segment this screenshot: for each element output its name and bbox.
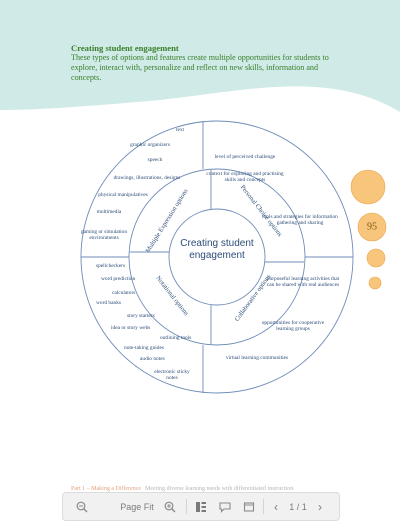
me-item-speech: speech: [147, 157, 163, 163]
toolbar-divider-2: [263, 499, 264, 514]
footer-section-label: Meeting diverse learning needs with diff…: [145, 486, 294, 492]
comments-button[interactable]: [213, 493, 237, 520]
co-item-purposeful: purposeful learning activities that can …: [266, 276, 340, 289]
no-item-story-starters: story starters: [127, 313, 155, 319]
intro-paragraph: These types of options and features crea…: [71, 53, 329, 82]
deco-circle-large: [350, 169, 386, 205]
decorative-circles: [350, 169, 387, 290]
no-item-audio-notes: audio notes: [140, 356, 165, 362]
me-item-gaming: gaming or simulation environments: [80, 229, 128, 242]
deco-circle-medium: [366, 248, 386, 268]
comment-icon: [219, 501, 231, 513]
no-item-outlining-tools: outlining tools: [160, 335, 192, 341]
zoom-out-icon: [76, 501, 88, 512]
teal-header-band: [0, 0, 400, 112]
page-number: 95: [367, 221, 377, 233]
me-item-drawings: drawings, illustrations, designs: [113, 175, 181, 181]
no-item-word-banks: word banks: [96, 300, 122, 306]
deco-circle-small: [368, 276, 382, 290]
zoom-level-select[interactable]: Page Fit: [120, 501, 154, 512]
footer-part-label: Part 1 – Making a Difference: [71, 486, 142, 492]
fullscreen-icon: [243, 501, 255, 512]
me-item-multimedia: multimedia: [96, 209, 122, 215]
viewer-toolbar: Page Fit ‹ 1 / 1 ›: [62, 492, 340, 521]
pc-item-context: context for exploring and practising ski…: [206, 171, 284, 184]
thumbnails-icon: [196, 501, 206, 512]
pc-item-challenge: level of perceived challenge: [214, 154, 276, 160]
no-item-note-taking: note-taking guides: [124, 345, 164, 351]
diagram-center-label: Creating student engagement: [180, 238, 254, 261]
no-item-idea-webs: idea or story webs: [111, 325, 151, 331]
co-item-cooperative: opportunities for cooperative learning g…: [261, 320, 325, 333]
diagram-lines: [80, 120, 354, 394]
me-item-graphic-organizers: graphic organizers: [130, 142, 170, 148]
fullscreen-button[interactable]: [237, 493, 261, 520]
zoom-in-button[interactable]: [157, 493, 183, 520]
me-item-physical-manipulatives: physical manipulatives: [98, 192, 148, 198]
me-item-text: text: [175, 127, 185, 133]
pc-item-tools: tools and strategies for information gat…: [262, 214, 338, 227]
no-item-sticky-notes: electronic sticky notes: [154, 369, 190, 382]
thumbnails-button[interactable]: [189, 493, 213, 520]
co-item-virtual: virtual learning communities: [225, 355, 289, 361]
zoom-in-icon: [164, 501, 176, 512]
page-number-circle: [357, 212, 387, 242]
no-item-calculators: calculators: [112, 290, 136, 296]
chevron-left-icon: ‹: [274, 499, 278, 514]
previous-page-button[interactable]: ‹: [267, 493, 285, 520]
no-item-spellcheckers: spellcheckers: [96, 263, 126, 269]
chevron-right-icon: ›: [318, 499, 322, 514]
next-page-button[interactable]: ›: [311, 493, 329, 520]
no-item-word-prediction: word prediction: [101, 276, 136, 282]
zoom-out-button[interactable]: [69, 493, 95, 520]
page-indicator: 1 / 1: [289, 501, 307, 512]
section-heading: Creating student engagement: [71, 43, 179, 53]
toolbar-divider: [186, 499, 187, 514]
